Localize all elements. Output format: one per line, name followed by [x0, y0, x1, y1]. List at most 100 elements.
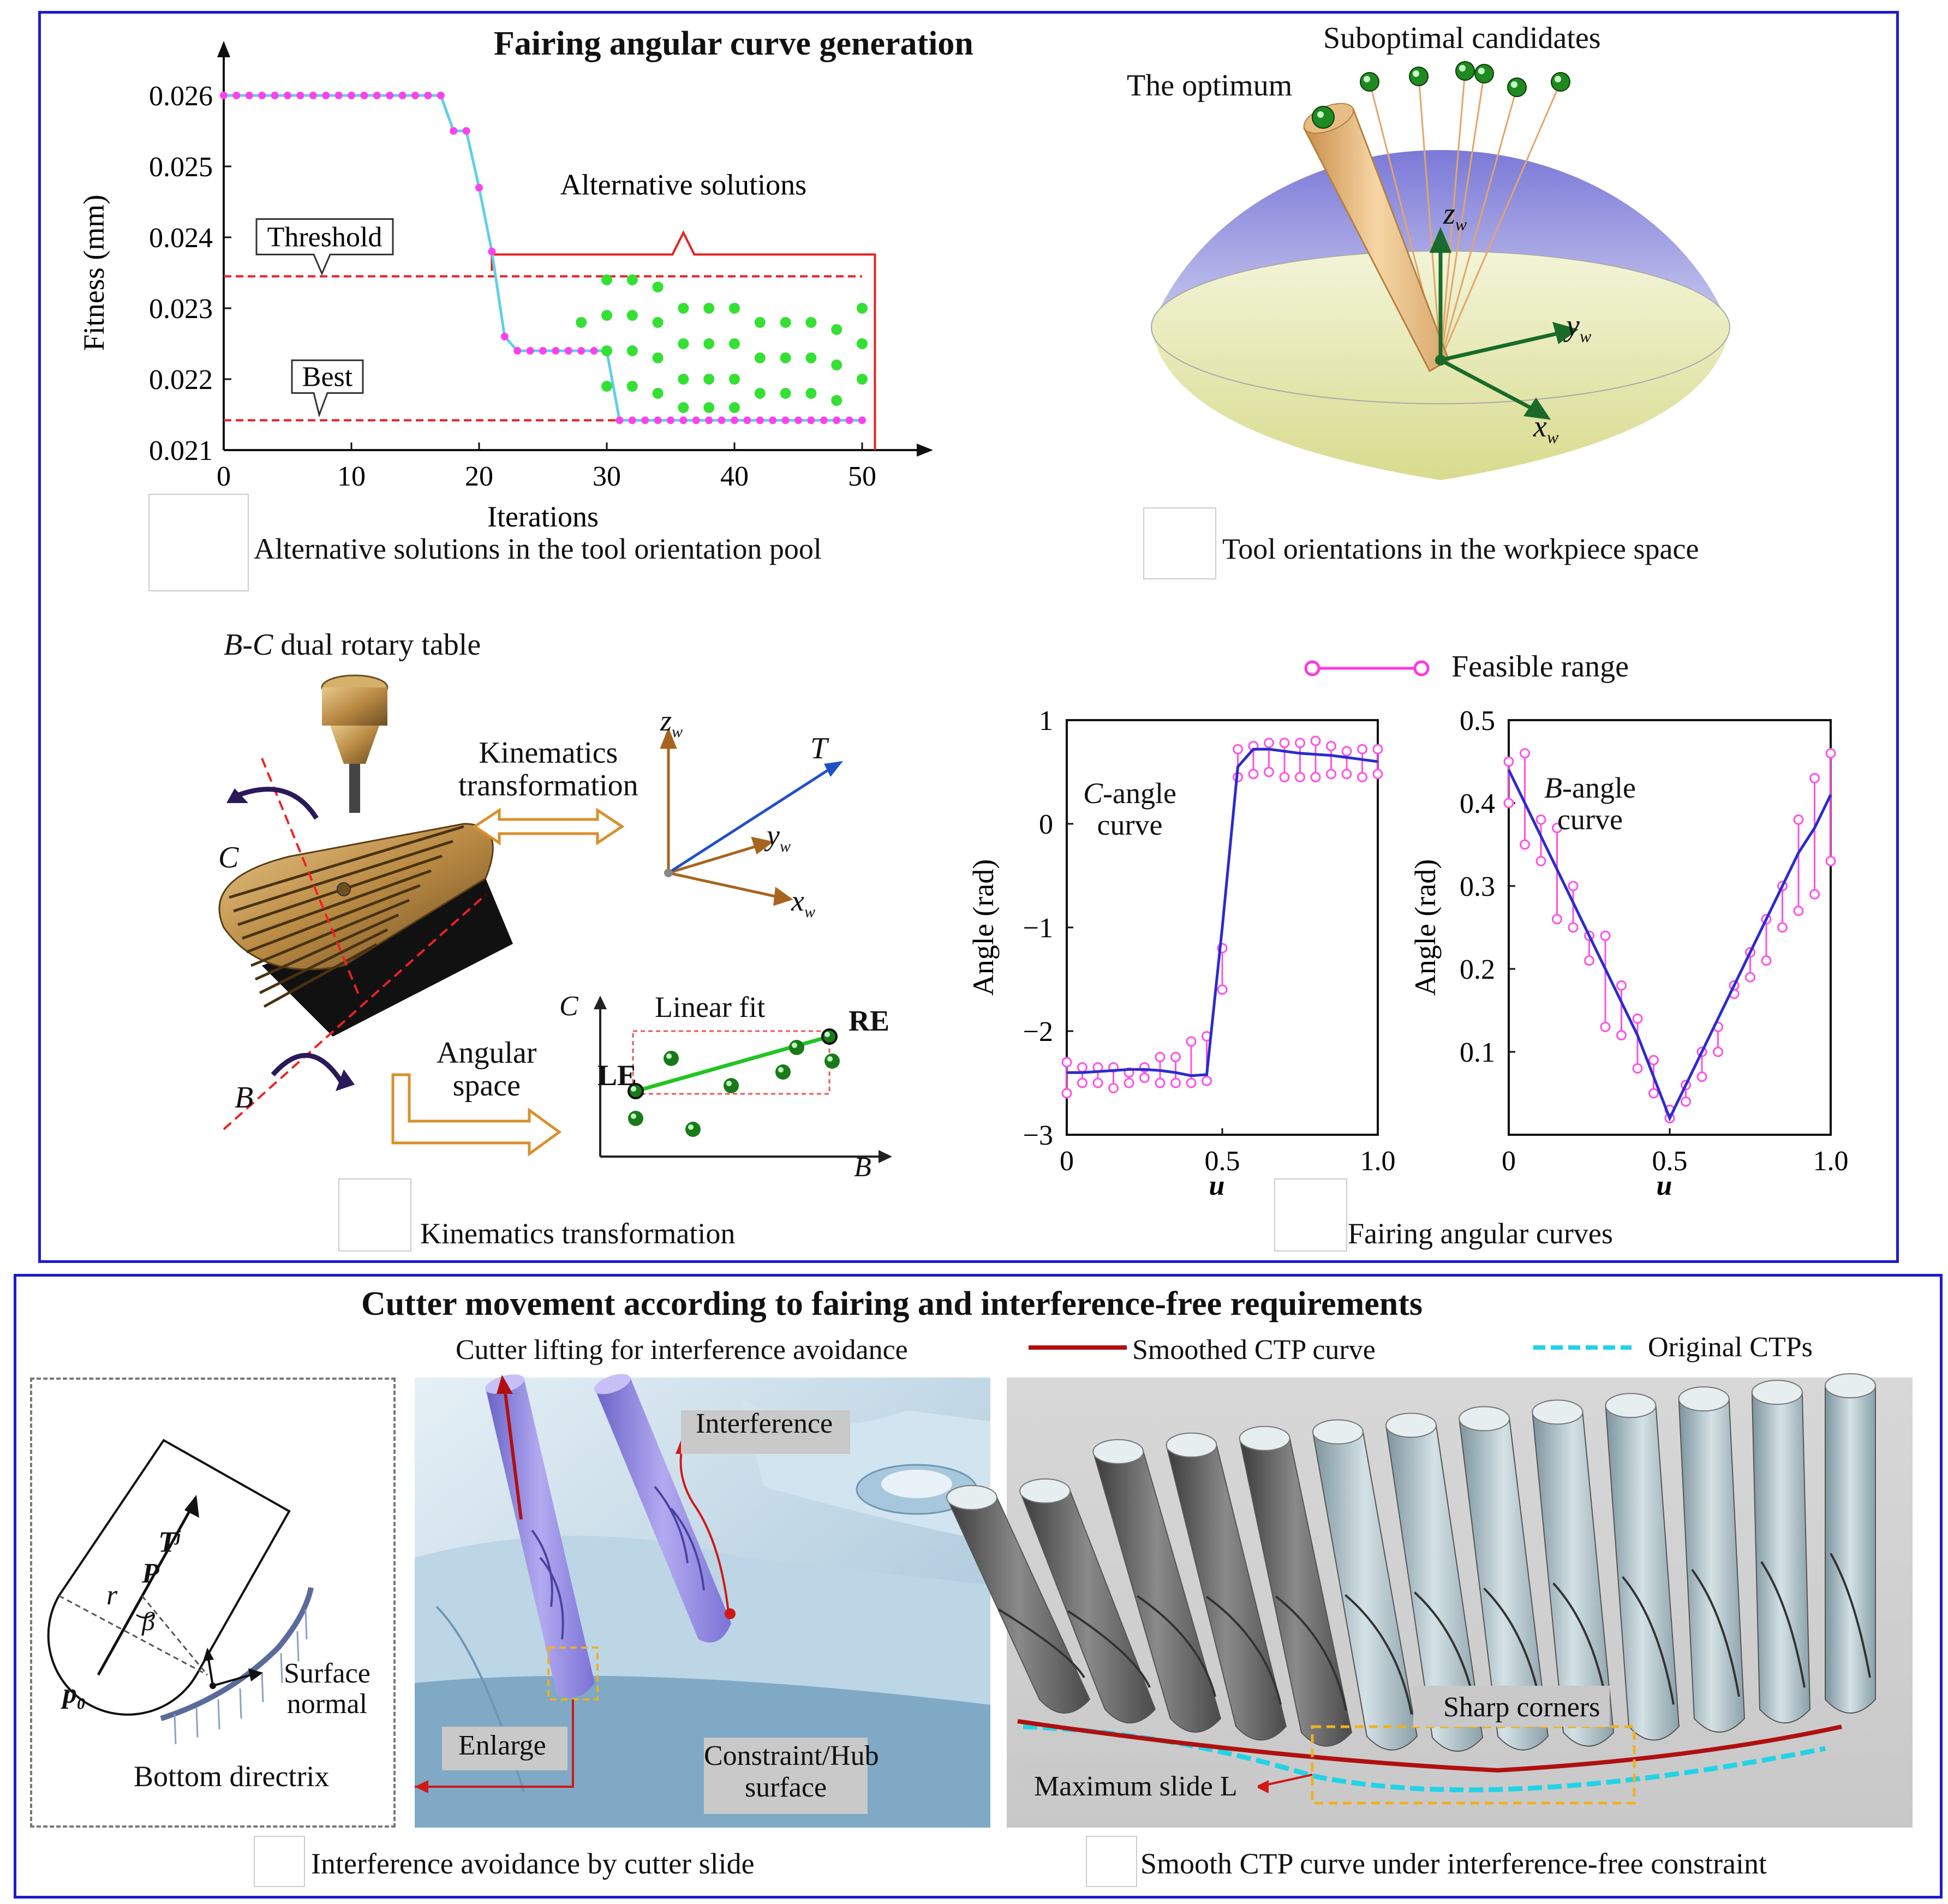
- cutter-top: [1312, 1419, 1364, 1445]
- fitness-point: [858, 416, 866, 424]
- max-slide-label: Maximum slide L: [1034, 1771, 1238, 1802]
- range-high-marker: [1326, 741, 1336, 751]
- alternative-point: [601, 345, 612, 356]
- caption-checkbox[interactable]: [254, 1836, 305, 1887]
- c-axis-label: C: [218, 841, 239, 875]
- ctp-cutter: [1166, 1432, 1287, 1741]
- table-slot: [263, 943, 378, 1008]
- ctp-cutter: [1532, 1399, 1615, 1747]
- caption-checkbox[interactable]: [1274, 1178, 1347, 1252]
- cutter-top: [1239, 1426, 1290, 1451]
- cutter-top: [1166, 1432, 1217, 1458]
- caption-checkbox[interactable]: [1143, 507, 1216, 579]
- range-high-marker: [1535, 814, 1546, 825]
- fitness-point: [552, 347, 560, 355]
- bottom-directrix-label: Bottom directrix: [134, 1760, 330, 1793]
- normal-tick: [217, 1699, 220, 1730]
- table-slot: [229, 825, 464, 899]
- range-high-marker: [1186, 1036, 1197, 1047]
- alternative-point: [601, 381, 612, 392]
- normal-tick: [261, 1672, 264, 1703]
- alternative-point: [703, 303, 715, 314]
- plot-c-label: C: [559, 991, 578, 1022]
- alternative-point: [703, 402, 715, 413]
- ctp-cutter: [1312, 1419, 1418, 1751]
- y-tick-label: 0.025: [149, 152, 213, 183]
- y-tick-label: 0: [1039, 809, 1053, 840]
- range-high-marker: [1503, 756, 1514, 767]
- angular-point-highlight: [827, 1056, 833, 1062]
- angular-point: [685, 1122, 701, 1137]
- range-high-marker: [1648, 1055, 1659, 1065]
- fitness-point: [220, 92, 228, 99]
- original-legend-label: Original CTPs: [1648, 1332, 1813, 1363]
- fitness-point: [309, 92, 317, 99]
- interference-label: Interference: [696, 1408, 833, 1439]
- cutter-top: [1459, 1406, 1510, 1432]
- cutter-top: [1825, 1373, 1876, 1398]
- cutter-flute: [1206, 1596, 1282, 1705]
- range-low-marker: [1616, 1030, 1627, 1041]
- candidate-ray: [1439, 70, 1466, 361]
- hemi-z-label: zw: [1443, 197, 1467, 235]
- fitness-point: [781, 416, 790, 424]
- normal-tick: [304, 1609, 308, 1640]
- b-axis-line: [223, 894, 487, 1130]
- caption-checkbox[interactable]: [148, 494, 249, 591]
- cutter-flute: [1067, 1610, 1151, 1688]
- range-low-marker: [1745, 972, 1755, 983]
- top-panel-title: Fairing angular curve generation: [494, 25, 973, 62]
- range-low-marker: [1295, 772, 1305, 782]
- y-tick-label: 0.3: [1460, 871, 1495, 902]
- alternative-point: [831, 395, 842, 406]
- cutter-top: [1605, 1393, 1657, 1418]
- ctp-cutter: [1678, 1386, 1746, 1733]
- fitness-point: [769, 416, 777, 424]
- alternative-point: [805, 317, 817, 328]
- b-rotation-arrow: [271, 1052, 346, 1087]
- ctp-caption: Smooth CTP curve under interference-free…: [1140, 1847, 1767, 1880]
- candidate-ball: [1551, 72, 1570, 92]
- cutter-body: [1385, 1424, 1484, 1752]
- y-tick-label: 0.023: [149, 294, 213, 325]
- caption-checkbox[interactable]: [338, 1178, 411, 1252]
- cutter-top: [1092, 1439, 1144, 1464]
- fitness-point: [705, 416, 713, 424]
- optimum-label: The optimum: [1127, 69, 1293, 103]
- y-tick-label: 1: [1039, 705, 1053, 737]
- alternative-point: [780, 317, 791, 328]
- cutter-body: [1166, 1444, 1287, 1741]
- angular-point-highlight: [824, 1032, 830, 1037]
- kin-z-label: zw: [660, 704, 683, 741]
- alternative-point: [831, 360, 842, 370]
- range-low-marker: [1535, 855, 1546, 866]
- cutter-top: [946, 1485, 997, 1510]
- rotary-table: [218, 823, 494, 1008]
- enlarge-label: Enlarge: [458, 1730, 546, 1761]
- candidate-ray: [1439, 87, 1518, 361]
- range-high-marker: [1600, 930, 1611, 941]
- bent-arrow: [391, 1073, 562, 1157]
- fitness-point: [513, 347, 522, 355]
- alternative-label: Alternative solutions: [560, 169, 806, 201]
- le-label: LE: [597, 1059, 637, 1092]
- bottom-panel-frame: [14, 1274, 1943, 1899]
- candidate-ball: [1360, 72, 1379, 92]
- alternative-point: [576, 317, 587, 328]
- caption-checkbox[interactable]: [1086, 1836, 1137, 1887]
- fitness-point: [462, 127, 470, 135]
- range-low-marker: [1584, 955, 1594, 966]
- range-low-marker: [1108, 1083, 1119, 1093]
- best-label: Best: [302, 361, 353, 392]
- angular-point-highlight: [688, 1124, 694, 1130]
- plot-b-label: B: [854, 1152, 871, 1183]
- range-low-marker: [1217, 984, 1228, 995]
- c-axis-line: [261, 758, 361, 999]
- tj-label: Tj: [158, 1525, 181, 1558]
- fitness-point: [564, 347, 572, 355]
- alternative-point: [831, 324, 842, 335]
